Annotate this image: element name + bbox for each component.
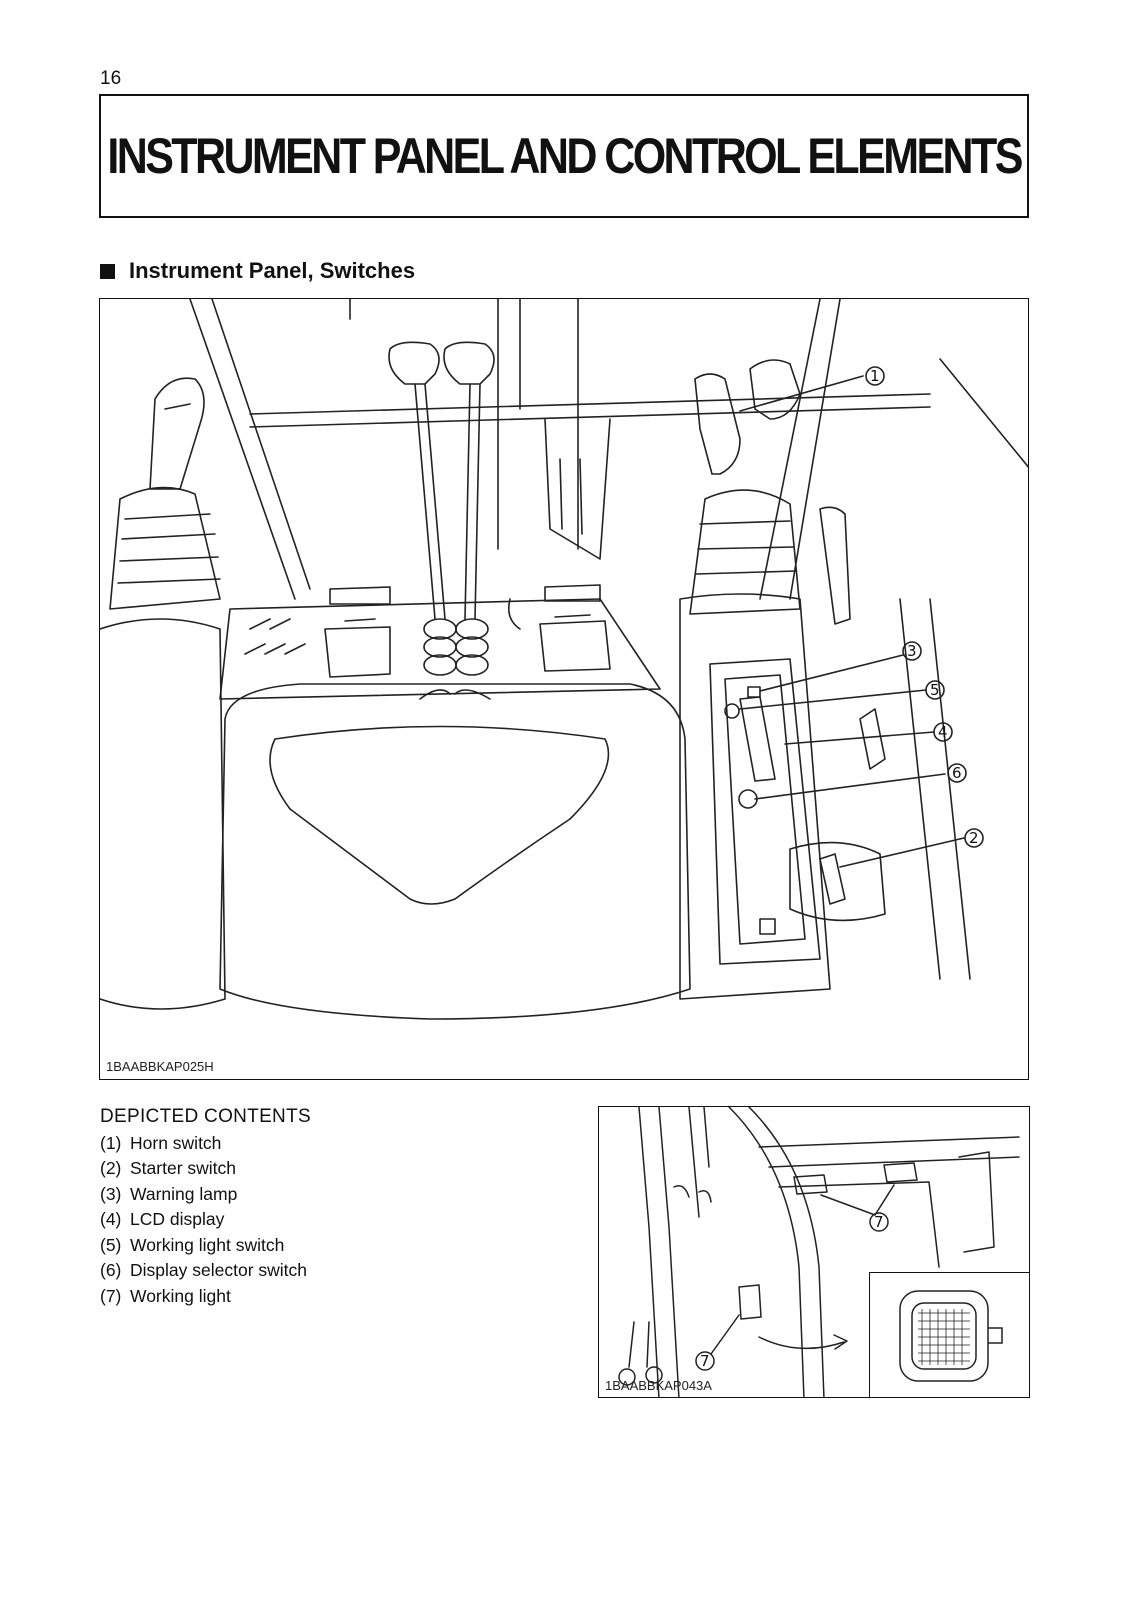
legend-title: DEPICTED CONTENTS	[100, 1106, 311, 1127]
callout-4: 4	[938, 723, 948, 741]
legend-item: (2)Starter switch	[100, 1158, 236, 1178]
legend-item: (3)Warning lamp	[100, 1183, 238, 1204]
working-light-closeup	[899, 1290, 1003, 1382]
callout-2: 2	[969, 829, 979, 847]
figure-code-small: 1BAABBKAP043A	[605, 1378, 712, 1393]
working-light-detail-inset	[869, 1272, 1029, 1397]
working-light-drawing: 7 7	[618, 1107, 1020, 1397]
section-heading-text: Instrument Panel, Switches	[129, 258, 416, 283]
callout-1: 1	[870, 367, 880, 385]
legend-item: (6)Display selector switch	[100, 1260, 307, 1280]
depicted-contents: DEPICTED CONTENTS (1)Horn switch (2)Star…	[100, 1104, 311, 1309]
callout-markers	[865, 366, 984, 848]
title-box: INSTRUMENT PANEL AND CONTROL ELEMENTS	[99, 94, 1029, 218]
callout-leaders	[739, 375, 965, 868]
legend-item: (7)Working light	[100, 1285, 231, 1306]
travel-levers	[388, 341, 495, 676]
figure-code: 1BAABBKAP025H	[106, 1059, 214, 1074]
section-heading: Instrument Panel, Switches	[100, 258, 415, 284]
legend-item: (4)LCD display	[100, 1209, 225, 1229]
left-joystick	[100, 377, 226, 1010]
operator-seat	[219, 683, 691, 1020]
callout-3: 3	[907, 642, 917, 660]
callout-7-lower: 7	[700, 1352, 710, 1370]
callout-5: 5	[930, 681, 940, 699]
instrument-panel-illustration: 1 2 3 4 5 6 1BAABBKAP025H	[99, 298, 1029, 1080]
square-bullet-icon	[100, 263, 115, 279]
legend-item: (1)Horn switch	[100, 1132, 222, 1153]
page-title: INSTRUMENT PANEL AND CONTROL ELEMENTS	[107, 128, 1023, 184]
cab-line-drawing: 1 2 3 4 5 6	[100, 299, 1028, 1020]
callout-7-upper: 7	[874, 1213, 884, 1231]
callout-6: 6	[952, 764, 962, 782]
cab-frame	[189, 299, 1028, 600]
right-console	[679, 359, 971, 1000]
working-light-illustration: 7 7 1BAABBKAP043A	[598, 1106, 1030, 1398]
legend-item: (5)Working light switch	[100, 1234, 285, 1255]
floor-pedals	[219, 584, 661, 700]
page-number: 16	[100, 68, 122, 89]
